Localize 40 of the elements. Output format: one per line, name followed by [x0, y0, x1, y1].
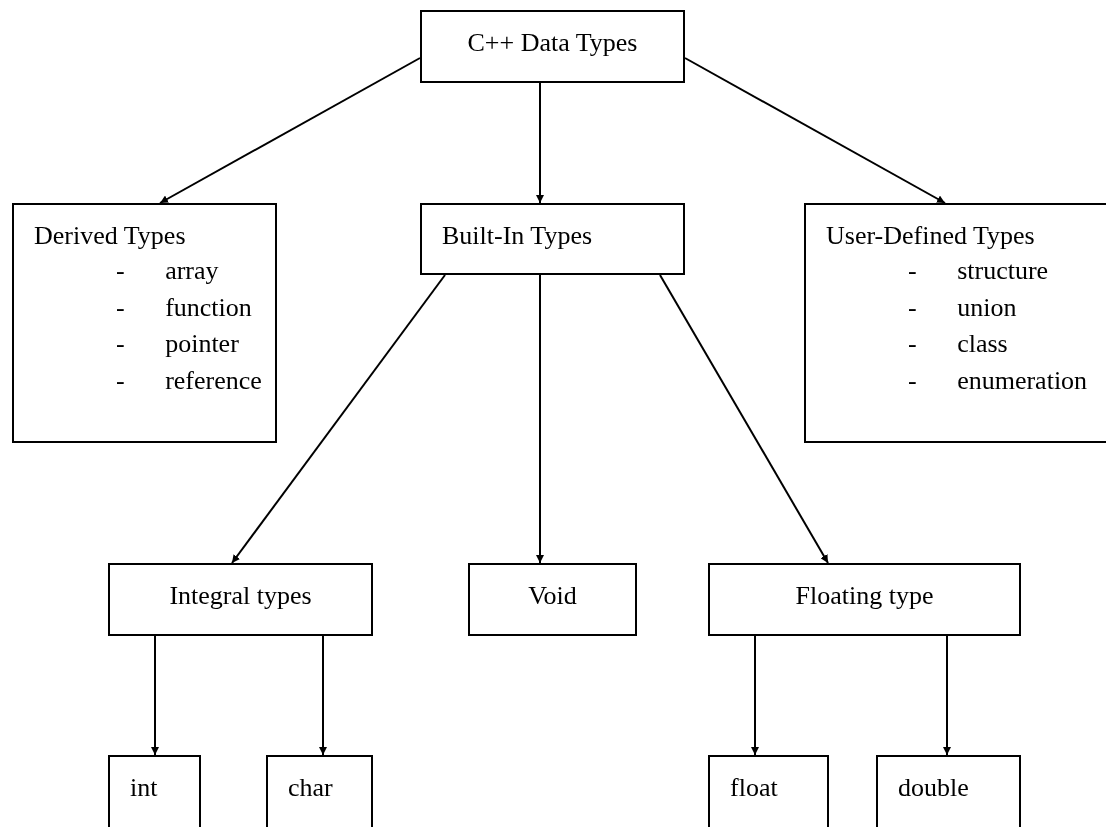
type-box — [804, 203, 1106, 443]
arrow — [151, 635, 159, 756]
box-title: double — [898, 772, 969, 804]
type-box — [108, 563, 373, 636]
type-box — [420, 10, 685, 83]
type-box — [876, 755, 1021, 827]
list-item: - pointer — [115, 328, 239, 361]
arrow — [751, 635, 759, 756]
type-box — [708, 563, 1021, 636]
arrow — [684, 57, 946, 204]
box-title: Void — [528, 580, 577, 612]
arrow — [231, 274, 446, 564]
box-title: Derived Types — [34, 220, 186, 252]
type-box — [108, 755, 201, 827]
arrow — [319, 635, 327, 756]
box-title: float — [730, 772, 778, 804]
list-item: - class — [907, 328, 1008, 361]
list-item: - enumeration — [907, 365, 1088, 398]
box-title: char — [288, 772, 333, 804]
type-box — [266, 755, 373, 827]
box-title: C++ Data Types — [467, 27, 638, 59]
list-item: - reference — [115, 365, 262, 398]
type-box — [420, 203, 685, 275]
arrow — [659, 274, 829, 564]
box-title: Built-In Types — [442, 220, 593, 252]
box-title: Integral types — [169, 580, 312, 612]
arrow — [536, 82, 544, 204]
box-title: int — [130, 772, 158, 804]
list-item: - function — [115, 291, 252, 324]
list-item: - structure — [907, 255, 1049, 288]
arrow — [536, 274, 544, 564]
arrow — [159, 57, 421, 204]
type-box — [468, 563, 637, 636]
list-item: - union — [907, 291, 1017, 324]
type-box — [12, 203, 277, 443]
box-title: User-Defined Types — [826, 220, 1035, 252]
list-item: - array — [115, 255, 219, 288]
type-box — [708, 755, 829, 827]
arrow — [943, 635, 951, 756]
box-title: Floating type — [795, 580, 934, 612]
